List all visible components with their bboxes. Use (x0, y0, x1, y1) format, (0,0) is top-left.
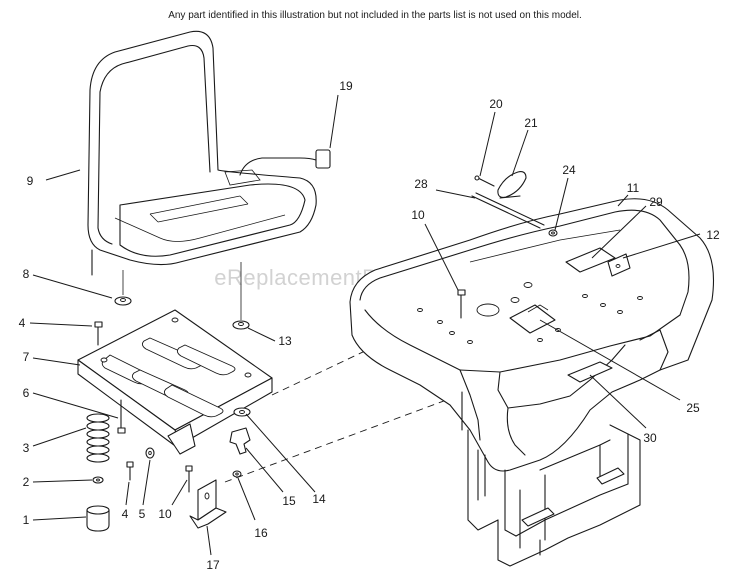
callout-28: 28 (414, 177, 428, 191)
callout-10-lower: 10 (158, 507, 172, 521)
bolt-10-lower (185, 465, 193, 493)
washer-2 (92, 476, 104, 484)
callout-10-upper: 10 (411, 208, 425, 222)
callout-3: 3 (23, 441, 30, 455)
callout-14: 14 (312, 492, 326, 506)
bumper (86, 505, 110, 532)
callout-12: 12 (706, 228, 720, 242)
callout-4-lower: 4 (122, 507, 129, 521)
nut-16 (232, 470, 242, 478)
bolt-10-upper (457, 289, 466, 319)
callout-25: 25 (686, 401, 700, 415)
callout-11: 11 (627, 181, 640, 195)
callout-20: 20 (489, 97, 503, 111)
callout-15: 15 (282, 494, 296, 508)
callout-13: 13 (278, 334, 292, 348)
cover (497, 171, 527, 198)
bracket (189, 479, 227, 529)
spacer-13 (232, 320, 250, 330)
frame (461, 391, 641, 567)
bolt-6 (117, 399, 126, 434)
leader-lines (29, 94, 701, 556)
callout-8: 8 (23, 267, 30, 281)
seat-plate (77, 309, 273, 455)
header-note: Any part identified in this illustration… (168, 10, 582, 21)
callout-2: 2 (23, 475, 30, 489)
washer-14 (233, 407, 251, 417)
fender (349, 198, 715, 472)
callout-6: 6 (23, 386, 30, 400)
spacer-8 (114, 296, 132, 306)
callout-1: 1 (23, 513, 30, 527)
callout-5: 5 (139, 507, 146, 521)
callout-19: 19 (339, 79, 353, 93)
seat-switch (239, 149, 331, 176)
callout-7: 7 (23, 350, 30, 364)
pin (474, 175, 495, 187)
callout-4-upper: 4 (19, 316, 26, 330)
callout-29: 29 (649, 195, 663, 209)
spring (86, 413, 110, 463)
callout-30: 30 (643, 431, 657, 445)
knob (229, 427, 251, 455)
callout-16: 16 (254, 526, 268, 540)
callout-9: 9 (27, 174, 34, 188)
bolt-4-upper (94, 321, 103, 346)
washer-5 (145, 447, 155, 459)
bolt-4-lower (126, 461, 134, 481)
callout-21: 21 (524, 116, 538, 130)
callout-17: 17 (206, 558, 220, 572)
seat (87, 30, 317, 276)
callout-24: 24 (562, 163, 576, 177)
callouts: 9 19 8 4 7 6 3 2 1 4 5 10 17 16 15 14 13… (19, 79, 720, 572)
